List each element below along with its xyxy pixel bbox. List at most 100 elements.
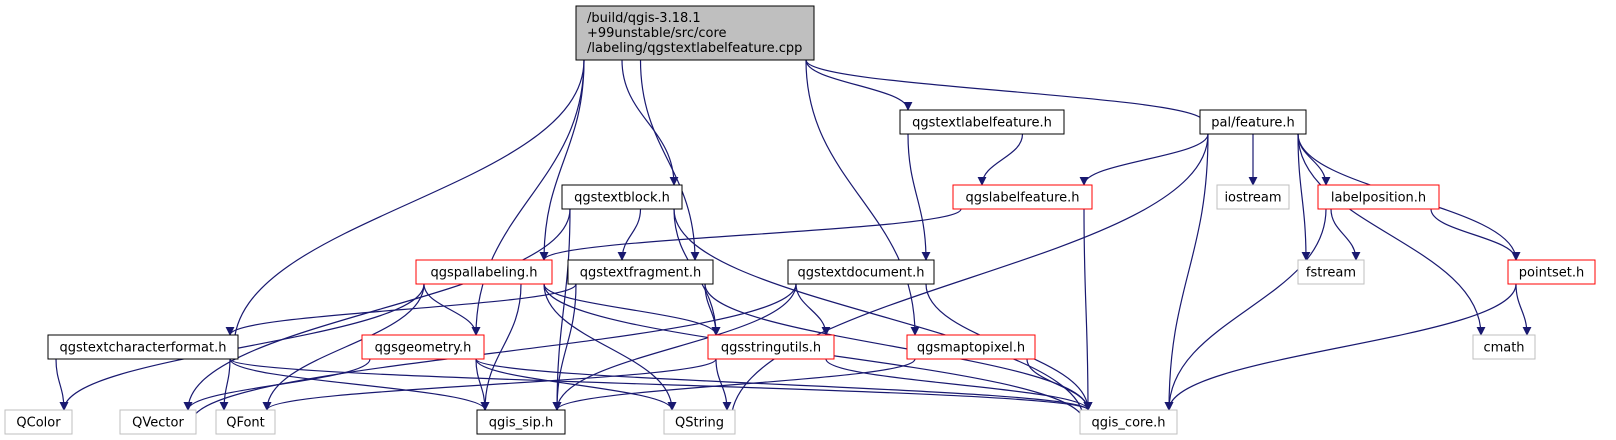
node-box — [1079, 409, 1178, 435]
root-node[interactable]: /build/qgis-3.18.1 +99unstable/src/core … — [575, 5, 815, 61]
edge-root-to-qgstextblock-h — [621, 59, 679, 186]
node-fstream[interactable]: fstream — [1297, 259, 1365, 285]
node-box — [899, 109, 1065, 135]
node-box — [47, 334, 239, 360]
node-qgstextblock-h[interactable]: qgstextblock.h — [561, 184, 683, 210]
edge-qgstextfragment-h-to-qgsstringutils-h — [704, 283, 721, 336]
node-label: qgsgeometry.h — [375, 341, 472, 356]
node-label: QString — [675, 416, 724, 431]
node-qgspallabeling-h[interactable]: qgspallabeling.h — [415, 259, 553, 285]
nodes-layer: /build/qgis-3.18.1 +99unstable/src/core … — [4, 5, 1596, 435]
node-box — [415, 259, 553, 285]
node-qgis-core-h[interactable]: qgis_core.h — [1079, 409, 1178, 435]
edge-qgsgeometry-h-to-QString — [475, 358, 677, 411]
node-label: qgstextlabelfeature.h — [912, 116, 1052, 131]
node-label: cmath — [1483, 341, 1524, 356]
node-QString[interactable]: QString — [663, 409, 736, 435]
edge-pal-feature-h-to-qgslabelfeature-h — [1079, 133, 1209, 186]
node-box — [787, 259, 935, 285]
node-box — [952, 184, 1093, 210]
node-pal-feature-h[interactable]: pal/feature.h — [1199, 109, 1307, 135]
edge-qgstextcharacterformat-h-to-QColor — [55, 358, 69, 411]
edge-qgsgeometry-h-to-qgis-core-h — [475, 358, 1093, 411]
node-box — [561, 184, 683, 210]
node-qgstextdocument-h[interactable]: qgstextdocument.h — [787, 259, 935, 285]
edge-qgsstringutils-h-to-qgis-core-h — [825, 358, 1093, 411]
node-box — [663, 409, 736, 435]
node-label: qgis_core.h — [1092, 416, 1166, 431]
edge-labelposition-h-to-qgis-core-h — [1164, 208, 1327, 411]
edge-root-to-pal-feature-h — [805, 59, 1209, 123]
node-label: qgstextcharacterformat.h — [60, 341, 227, 356]
node-label: pointset.h — [1519, 266, 1584, 281]
edge-qgsstringutils-h-to-QString — [715, 358, 732, 411]
edge-qgstextcharacterformat-h-to-QFont — [219, 358, 231, 411]
edge-pal-feature-h-to-fstream — [1297, 133, 1311, 261]
root-line-1: /build/qgis-3.18.1 — [587, 11, 701, 26]
edge-pal-feature-h-to-qgis-core-h — [1164, 133, 1209, 411]
edge-qgstextlabelfeature-h-to-qgslabelfeature-h — [977, 133, 1024, 186]
edge-qgsmaptopixel-h-to-qgis-core-h — [1026, 358, 1093, 411]
node-qgsstringutils-h[interactable]: qgsstringutils.h — [707, 334, 835, 360]
edge-qgspallabeling-h-to-QFont — [262, 283, 425, 411]
edge-labelposition-h-to-pointset-h — [1430, 208, 1521, 261]
edge-qgstextdocument-h-to-qgsstringutils-h — [795, 283, 831, 336]
edge-pointset-h-to-cmath — [1515, 283, 1532, 336]
node-box — [4, 409, 73, 435]
node-label: iostream — [1224, 191, 1281, 206]
node-box — [1472, 334, 1536, 360]
node-box — [567, 259, 714, 285]
root-line-2: +99unstable/src/core — [587, 26, 727, 41]
node-label: qgspallabeling.h — [430, 266, 537, 281]
edge-qgsstringutils-h-to-QFont — [262, 358, 717, 411]
edge-root-to-qgsgeometry-h — [471, 59, 585, 336]
edges-layer — [55, 59, 1532, 423]
node-iostream[interactable]: iostream — [1216, 184, 1290, 210]
node-label: qgstextfragment.h — [580, 266, 701, 281]
node-qgslabelfeature-h[interactable]: qgslabelfeature.h — [952, 184, 1093, 210]
node-QColor[interactable]: QColor — [4, 409, 73, 435]
node-box — [476, 409, 566, 435]
node-box — [707, 334, 835, 360]
node-qgsmaptopixel-h[interactable]: qgsmaptopixel.h — [906, 334, 1036, 360]
node-box — [1216, 184, 1290, 210]
node-qgsgeometry-h[interactable]: qgsgeometry.h — [361, 334, 485, 360]
edge-qgsgeometry-h-to-QVector — [183, 358, 371, 411]
node-label: pal/feature.h — [1211, 116, 1295, 131]
edge-root-to-qgspallabeling-h — [539, 59, 585, 261]
edge-root-to-qgstextcharacterformat-h — [229, 59, 585, 348]
node-labelposition-h[interactable]: labelposition.h — [1317, 184, 1440, 210]
node-label: fstream — [1306, 266, 1356, 281]
node-QVector[interactable]: QVector — [119, 409, 197, 435]
node-qgstextfragment-h[interactable]: qgstextfragment.h — [567, 259, 714, 285]
node-qgstextcharacterformat-h[interactable]: qgstextcharacterformat.h — [47, 334, 239, 360]
edge-qgspallabeling-h-to-QColor — [59, 283, 425, 411]
node-label: qgstextdocument.h — [798, 266, 925, 281]
edge-pointset-h-to-qgis-core-h — [1164, 283, 1517, 411]
edge-qgsmaptopixel-h-to-qgis-sip-h — [552, 358, 916, 411]
edge-qgstextlabelfeature-h-to-qgstextdocument-h — [907, 133, 931, 261]
node-label: qgsstringutils.h — [721, 341, 821, 356]
node-box — [1317, 184, 1440, 210]
node-label: qgsmaptopixel.h — [917, 341, 1025, 356]
root-line-3: /labeling/qgstextlabelfeature.cpp — [587, 41, 802, 56]
node-box — [361, 334, 485, 360]
edge-qgslabelfeature-h-to-qgis-core-h — [1083, 208, 1093, 411]
node-box — [1507, 259, 1596, 285]
node-box — [906, 334, 1036, 360]
edge-qgstextdocument-h-to-qgis-sip-h — [552, 283, 797, 411]
edge-qgsgeometry-h-to-qgis-sip-h — [475, 358, 490, 411]
node-qgstextlabelfeature-h[interactable]: qgstextlabelfeature.h — [899, 109, 1065, 135]
node-label: qgslabelfeature.h — [965, 191, 1079, 206]
node-QFont[interactable]: QFont — [215, 409, 276, 435]
node-box — [1199, 109, 1307, 135]
node-qgis-sip-h[interactable]: qgis_sip.h — [476, 409, 566, 435]
edge-qgstextcharacterformat-h-to-qgis-core-h — [229, 358, 1093, 411]
node-label: qgstextblock.h — [574, 191, 670, 206]
edge-pal-feature-h-to-QString — [726, 133, 1209, 423]
node-label: qgis_sip.h — [489, 416, 553, 431]
node-cmath[interactable]: cmath — [1472, 334, 1536, 360]
node-box — [119, 409, 197, 435]
node-pointset-h[interactable]: pointset.h — [1507, 259, 1596, 285]
